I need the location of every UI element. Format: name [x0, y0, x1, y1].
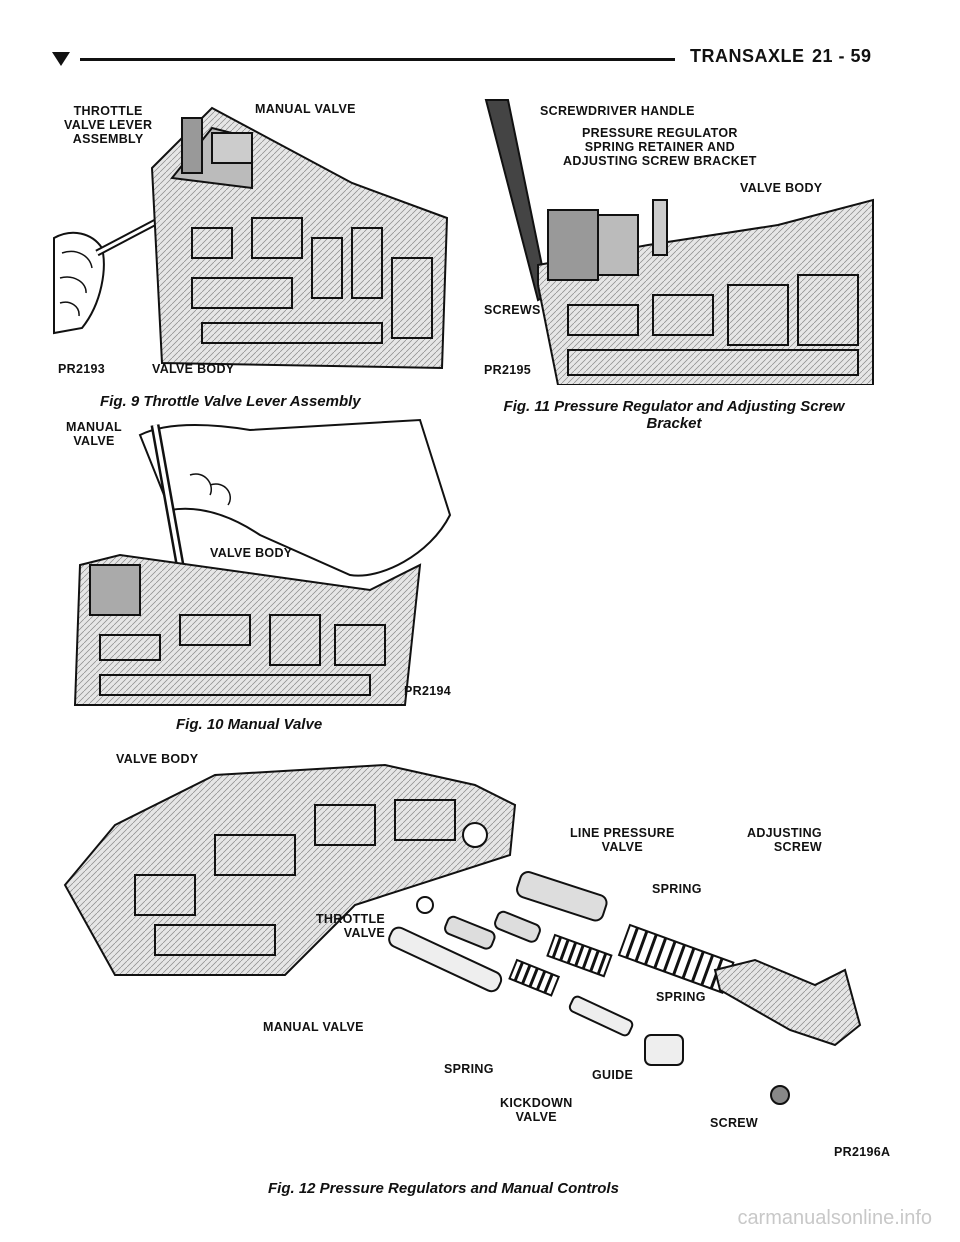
- fig10-illustration: [60, 415, 460, 707]
- header-section: TRANSAXLE: [690, 46, 805, 66]
- fig9-label-lever: THROTTLE VALVE LEVER ASSEMBLY: [64, 104, 153, 146]
- fig12-label-screw: SCREW: [710, 1116, 759, 1130]
- fig12-label-throttle-valve: THROTTLE VALVE: [316, 912, 386, 940]
- fig10-label-valve-body: VALVE BODY: [210, 546, 293, 560]
- fig12-label-spring-mid: SPRING: [656, 990, 706, 1004]
- fig12-label-valve-body: VALVE BODY: [116, 752, 199, 766]
- fig9-caption: Fig. 9 Throttle Valve Lever Assembly: [100, 393, 361, 410]
- fig10-label-manual-valve: MANUAL VALVE: [66, 420, 122, 448]
- fig11-label-screws: SCREWS: [484, 303, 541, 317]
- fig10-caption: Fig. 10 Manual Valve: [176, 716, 323, 733]
- fig9-code: PR2193: [58, 362, 105, 376]
- section-marker-icon: [52, 52, 70, 66]
- fig12-label-kickdown-valve: KICKDOWN VALVE: [500, 1096, 573, 1124]
- fig11-caption: Fig. 11 Pressure Regulator and Adjusting…: [503, 398, 845, 432]
- fig12-code: PR2196A: [834, 1145, 891, 1159]
- fig12-label-guide: GUIDE: [592, 1068, 634, 1082]
- fig9-label-manual-valve: MANUAL VALVE: [255, 102, 356, 116]
- fig12-label-line-pressure-valve: LINE PRESSURE VALVE: [570, 826, 675, 854]
- fig12-label-manual-valve: MANUAL VALVE: [263, 1020, 364, 1034]
- fig12-label-adjusting-screw: ADJUSTING SCREW: [747, 826, 822, 854]
- header-page-number: 21 - 59: [812, 46, 872, 66]
- fig11-code: PR2195: [484, 363, 531, 377]
- fig10-code: PR2194: [404, 684, 451, 698]
- fig11-label-bracket: PRESSURE REGULATOR SPRING RETAINER AND A…: [563, 126, 757, 168]
- fig11-label-valve-body: VALVE BODY: [740, 181, 823, 195]
- fig9-label-valve-body: VALVE BODY: [152, 362, 235, 376]
- fig12-label-spring-top: SPRING: [652, 882, 702, 896]
- fig12-caption: Fig. 12 Pressure Regulators and Manual C…: [268, 1180, 619, 1197]
- fig9-illustration: [52, 88, 462, 378]
- fig12-illustration: [55, 745, 905, 1155]
- watermark: carmanualsonline.info: [737, 1207, 932, 1229]
- fig12-label-spring-low: SPRING: [444, 1062, 494, 1076]
- header-rule: [80, 58, 675, 61]
- fig11-illustration: [478, 95, 878, 385]
- fig11-label-handle: SCREWDRIVER HANDLE: [540, 104, 695, 118]
